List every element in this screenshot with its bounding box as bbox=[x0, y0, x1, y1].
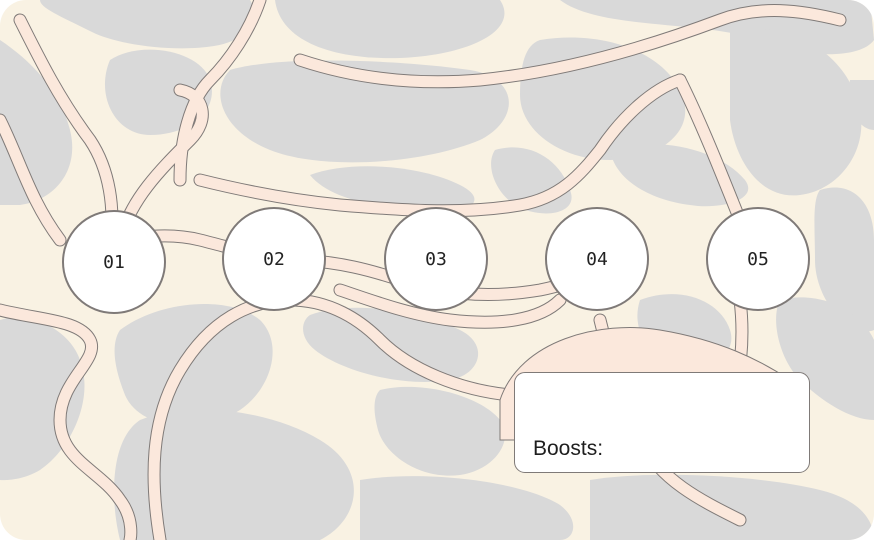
slot-label: 02 bbox=[263, 248, 285, 270]
slot-label: 04 bbox=[586, 248, 608, 270]
slot-label: 05 bbox=[747, 248, 769, 270]
slot-label: 03 bbox=[425, 248, 447, 270]
slot-02[interactable]: 02 bbox=[222, 207, 326, 311]
boosts-label: Boosts: bbox=[533, 437, 604, 460]
slot-01[interactable]: 01 bbox=[62, 210, 166, 314]
slot-03[interactable]: 03 bbox=[384, 207, 488, 311]
slot-04[interactable]: 04 bbox=[545, 207, 649, 311]
boosts-panel[interactable]: Boosts: bbox=[514, 372, 810, 473]
slot-label: 01 bbox=[103, 251, 125, 273]
slot-05[interactable]: 05 bbox=[706, 207, 810, 311]
